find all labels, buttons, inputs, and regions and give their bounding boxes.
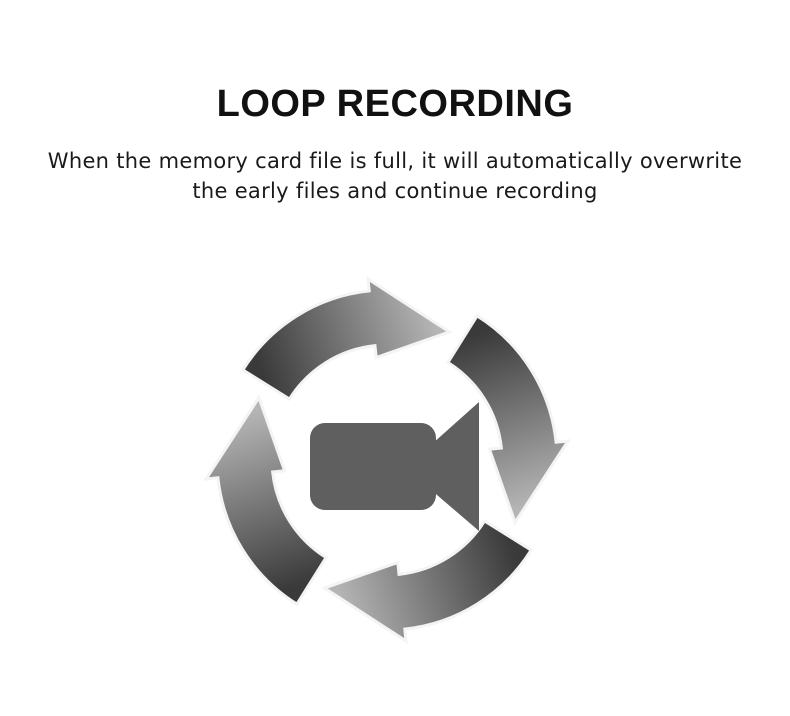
video-camera-icon <box>310 402 479 531</box>
description-line-2: the early files and continue recording <box>192 179 598 203</box>
loop-arrow <box>321 518 534 644</box>
description-line-1: When the memory card file is full, it wi… <box>47 149 743 173</box>
loop-arrow <box>203 394 329 607</box>
page-title: LOOP RECORDING <box>216 83 574 125</box>
loop-graphic <box>203 276 571 644</box>
loop-arrow <box>445 313 571 526</box>
circular-arrows-icon <box>203 276 571 644</box>
loop-arrow <box>240 276 453 402</box>
description: When the memory card file is full, it wi… <box>20 146 770 206</box>
